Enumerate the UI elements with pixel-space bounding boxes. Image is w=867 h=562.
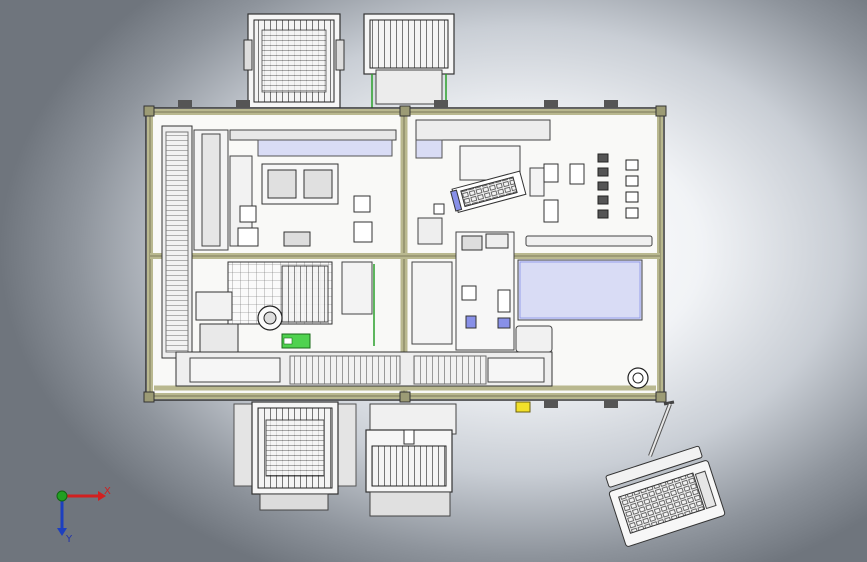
tilted-tray: [450, 170, 527, 214]
center-transfer-unit: [411, 203, 553, 353]
left-linear-rail: [161, 125, 229, 359]
hmi-monitor-arm: [648, 400, 675, 457]
top-left-feeder-module: [243, 13, 345, 109]
frame-mount-blocks: [178, 100, 618, 408]
top-right-feeder-module: [363, 13, 455, 108]
yellow-sensor: [515, 401, 531, 413]
upper-left-gantry: [229, 129, 397, 247]
lower-left-drive-block: [195, 261, 375, 353]
axis-triad-icon: X Y: [56, 486, 111, 545]
upper-right-control-area: [415, 119, 653, 247]
bottom-conveyor: [175, 351, 553, 387]
right-blue-panel: [517, 259, 649, 389]
hmi-monitor: [605, 445, 726, 547]
x-axis-label: X: [104, 486, 111, 497]
bottom-left-feeder-module: [233, 401, 357, 511]
y-axis-label: Y: [65, 534, 73, 545]
bottom-right-feeder-module: [365, 403, 457, 517]
